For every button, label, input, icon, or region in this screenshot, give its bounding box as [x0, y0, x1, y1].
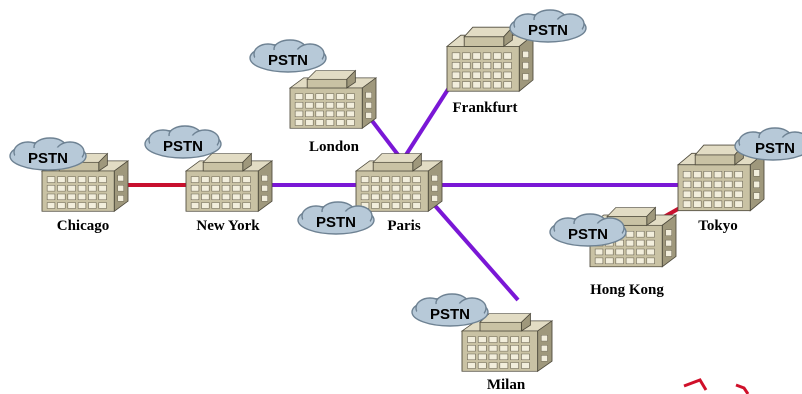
svg-text:PSTN: PSTN: [268, 52, 308, 69]
svg-text:PSTN: PSTN: [528, 22, 568, 39]
link-paris-milan: [428, 198, 520, 302]
site-label-london: London: [309, 139, 360, 155]
svg-text:PSTN: PSTN: [316, 214, 356, 231]
links: [110, 53, 700, 302]
site-label-newyork: New York: [196, 218, 260, 234]
site-label-chicago: Chicago: [57, 218, 110, 234]
svg-text:PSTN: PSTN: [163, 138, 203, 155]
svg-text:PSTN: PSTN: [755, 140, 795, 157]
svg-text:PSTN: PSTN: [430, 306, 470, 323]
pstn-cloud-newyork: PSTN: [144, 125, 222, 159]
pstn-cloud-hongkong: PSTN: [549, 213, 627, 247]
site-label-paris: Paris: [387, 218, 420, 234]
site-label-milan: Milan: [487, 377, 526, 393]
site-paris-building: [355, 153, 443, 212]
pstn-cloud-frankfurt: PSTN: [509, 9, 587, 43]
pstn-cloud-london: PSTN: [249, 39, 327, 73]
site-label-frankfurt: Frankfurt: [453, 100, 518, 116]
site-newyork-building: [185, 153, 273, 212]
pstn-cloud-milan: PSTN: [411, 293, 489, 327]
pstn-cloud-chicago: PSTN: [9, 137, 87, 171]
site-label-tokyo: Tokyo: [698, 218, 737, 234]
site-london-building: [289, 70, 377, 129]
svg-text:PSTN: PSTN: [28, 150, 68, 167]
pstn-cloud-paris: PSTN: [297, 201, 375, 235]
pstn-cloud-tokyo: PSTN: [734, 127, 802, 161]
site-label-hongkong: Hong Kong: [590, 282, 664, 298]
arrow-mark-icon: [683, 378, 750, 394]
svg-text:PSTN: PSTN: [568, 226, 608, 243]
